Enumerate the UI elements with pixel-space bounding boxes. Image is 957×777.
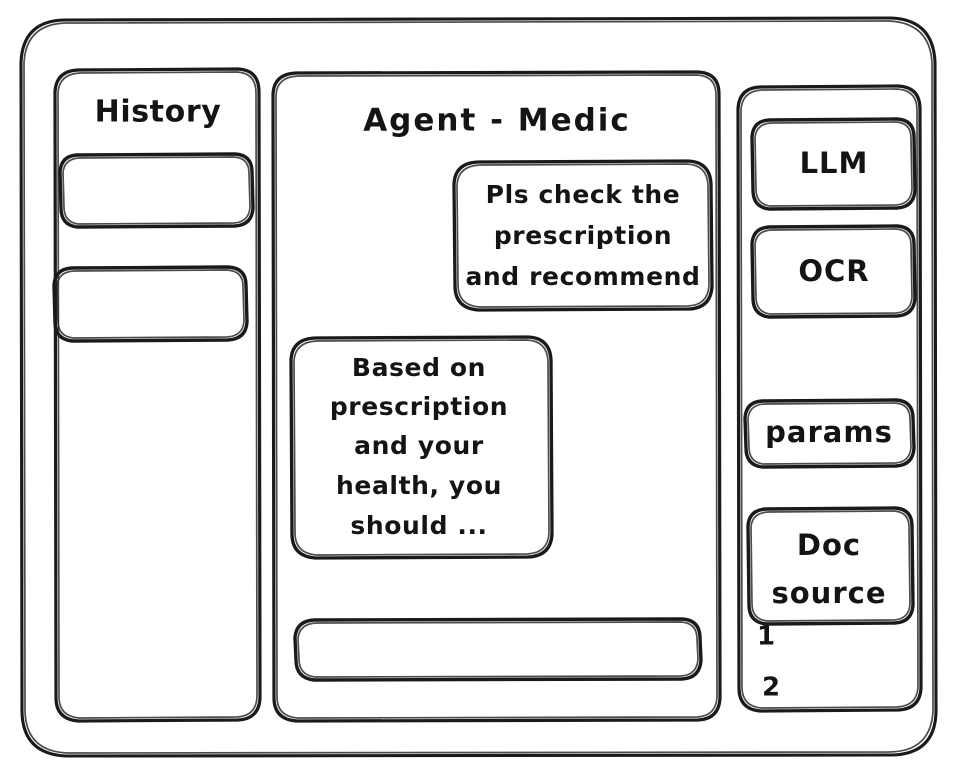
- tool-doc-source[interactable]: Doc source: [746, 506, 915, 626]
- history-item-2[interactable]: [52, 265, 249, 343]
- message-line: and your: [354, 431, 484, 460]
- message-line: Pls check the: [486, 180, 681, 209]
- history-panel-title: History: [95, 95, 222, 130]
- tool-params[interactable]: params: [743, 398, 916, 469]
- tool-ocr-label: OCR: [798, 254, 869, 288]
- window-frame: [19, 16, 938, 758]
- message-bubble-user[interactable]: Pls check the prescription and recommend: [452, 159, 714, 312]
- message-line: prescription: [494, 221, 672, 250]
- message-line: should ...: [350, 511, 487, 540]
- history-item-1[interactable]: [58, 152, 255, 229]
- tool-doc-source-line-1: Doc: [797, 528, 861, 562]
- message-line: health, you: [336, 471, 502, 500]
- main-panel-title: Agent - Medic: [363, 103, 631, 139]
- tool-doc-source-line-2: source: [772, 576, 887, 610]
- message-line: Based on: [352, 353, 486, 382]
- message-input[interactable]: [293, 617, 703, 682]
- main-panel: [271, 70, 722, 723]
- message-line: and recommend: [465, 262, 700, 291]
- tool-llm[interactable]: LLM: [750, 117, 917, 211]
- doc-source-list: 1 2: [757, 622, 781, 703]
- message-bubble-assistant[interactable]: Based on prescription and your health, y…: [289, 335, 554, 560]
- history-panel: [53, 67, 262, 723]
- doc-list-item-1[interactable]: 1: [757, 622, 776, 652]
- tool-llm-label: LLM: [800, 146, 869, 180]
- tool-ocr[interactable]: OCR: [750, 224, 917, 319]
- tools-panel: [736, 84, 923, 713]
- message-line: prescription: [330, 392, 508, 421]
- doc-list-item-2[interactable]: 2: [762, 673, 781, 703]
- tool-params-label: params: [765, 415, 893, 449]
